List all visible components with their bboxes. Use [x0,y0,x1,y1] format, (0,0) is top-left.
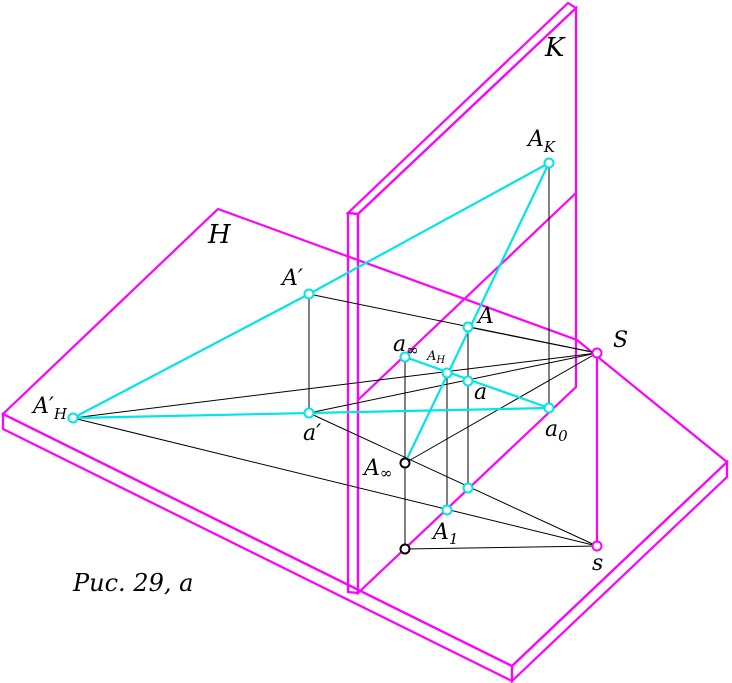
label-a0: a0 [545,417,568,445]
label-plane-k: K [544,33,566,63]
label-plane-h: H [207,220,232,250]
label-s-small: s [592,551,603,576]
label-a-inf-big: A∞ [362,456,392,482]
point-a-small [462,375,474,387]
label-ah-prime: A′H [31,394,68,423]
label-ak: AK [526,127,556,156]
label-a-inf: a∞ [393,332,419,359]
point-a [462,321,474,333]
plane-h [1,207,729,683]
point-ak [543,157,555,169]
figure-caption: Рис. 29, а [72,569,193,597]
point-a-prime [303,288,315,300]
label-ah-small: AH [426,349,445,366]
point-base [399,543,411,555]
label-a-prime: A′ [280,266,303,291]
label-a: A [476,304,494,329]
point-a-inf [399,351,411,363]
point-a-small-prime [303,407,315,419]
construction-lines [72,163,598,550]
label-a1: A1 [431,520,458,548]
point-a-inf-big [399,457,411,469]
point-a1 [441,504,453,516]
point-s-big [591,347,603,359]
label-s-big: S [613,328,628,353]
point-s-small [591,540,603,552]
labels: H K AK A′ A S a∞ AH a A′H a′ a0 A∞ A1 s … [31,33,628,597]
point-ah-prime [67,412,79,424]
point-ah [441,367,453,379]
plane-k [345,1,578,596]
point-k-trace [462,482,474,494]
points [67,157,603,555]
point-a0 [543,402,555,414]
label-a-small: a [474,380,487,405]
label-a-small-prime: a′ [303,421,321,446]
cyan-lines [72,162,550,464]
